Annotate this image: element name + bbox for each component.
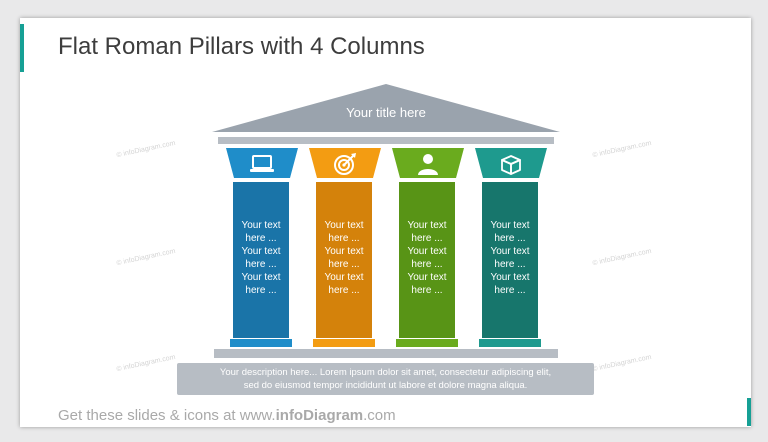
pillar-1-shaft bbox=[233, 182, 289, 338]
pillar-text-line: here ... bbox=[328, 259, 360, 270]
pillar-text-line: here ... bbox=[411, 259, 443, 270]
pillar-text-line: Your text bbox=[490, 272, 530, 283]
pillar-4-foot bbox=[479, 339, 541, 347]
pillar-text-line: here ... bbox=[494, 285, 526, 296]
footer-brand[interactable]: infoDiagram bbox=[275, 407, 364, 424]
pillar-text-line: here ... bbox=[328, 285, 360, 296]
pillar-2-text: Your text here ... Your text here ... Yo… bbox=[316, 219, 372, 297]
corner-accent-bar bbox=[747, 398, 751, 426]
pillar-1-capital bbox=[226, 148, 298, 178]
laptop-icon bbox=[250, 155, 274, 172]
pillar-4-text: Your text here ... Your text here ... Yo… bbox=[482, 219, 538, 297]
description-line: sed do eiusmod tempor incididunt ut labo… bbox=[243, 380, 528, 391]
temple-base bbox=[214, 349, 558, 358]
pillar-4-capital bbox=[475, 148, 547, 178]
box-icon bbox=[501, 155, 521, 175]
target-icon bbox=[334, 153, 356, 175]
roof-beam bbox=[218, 137, 554, 144]
footer-credit: Get these slides & icons at www.infoDiag… bbox=[58, 407, 396, 424]
pillar-3-shaft bbox=[399, 182, 455, 338]
pillar-text-line: here ... bbox=[411, 285, 443, 296]
slide-title: Flat Roman Pillars with 4 Columns bbox=[58, 33, 425, 60]
pillar-text-line: Your text bbox=[407, 246, 447, 257]
person-icon bbox=[418, 154, 438, 175]
pillar-text-line: Your text bbox=[324, 272, 364, 283]
pillar-text-line: Your text bbox=[407, 272, 447, 283]
pillar-3-foot bbox=[396, 339, 458, 347]
pillar-text-line: Your text bbox=[490, 220, 530, 231]
pillar-text-line: Your text bbox=[324, 246, 364, 257]
footer-prefix: Get these slides & icons at www. bbox=[58, 407, 276, 424]
title-accent-bar bbox=[20, 24, 24, 72]
pillar-text-line: here ... bbox=[494, 259, 526, 270]
description-plinth bbox=[177, 363, 594, 395]
pillar-1-foot bbox=[230, 339, 292, 347]
pillar-text-line: Your text bbox=[241, 246, 281, 257]
pillar-text-line: here ... bbox=[494, 233, 526, 244]
pillar-text-line: here ... bbox=[245, 233, 277, 244]
pillar-1-text: Your text here ... Your text here ... Yo… bbox=[233, 219, 289, 297]
pillar-text-line: here ... bbox=[245, 285, 277, 296]
pillar-3-text: Your text here ... Your text here ... Yo… bbox=[399, 219, 455, 297]
pillar-text-line: here ... bbox=[245, 259, 277, 270]
pillar-4-shaft bbox=[482, 182, 538, 338]
description-text: Your description here... Lorem ipsum dol… bbox=[177, 366, 594, 392]
pillar-text-line: Your text bbox=[241, 220, 281, 231]
pillar-text-line: here ... bbox=[411, 233, 443, 244]
pillar-text-line: Your text bbox=[490, 246, 530, 257]
pillar-2-foot bbox=[313, 339, 375, 347]
pillar-text-line: Your text bbox=[241, 272, 281, 283]
pillar-text-line: Your text bbox=[324, 220, 364, 231]
pillar-text-line: here ... bbox=[328, 233, 360, 244]
pillar-text-line: Your text bbox=[407, 220, 447, 231]
description-line: Your description here... Lorem ipsum dol… bbox=[219, 367, 552, 378]
footer-suffix: .com bbox=[363, 407, 396, 424]
pillar-2-shaft bbox=[316, 182, 372, 338]
temple-roof bbox=[212, 84, 560, 132]
roof-title: Your title here bbox=[346, 105, 426, 120]
